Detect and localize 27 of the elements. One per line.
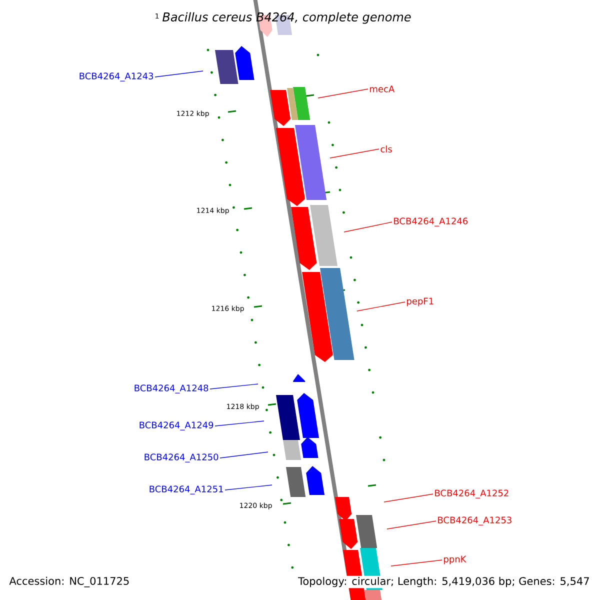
gene-label: BCB4264_A1252 [435,490,508,498]
gene-label: BCB4264_A1248 [134,384,208,394]
leader-line [386,520,436,530]
leader-line [224,484,272,490]
gene-label: BCB4264_A1250 [144,454,218,462]
gene-label: mecA [370,86,395,92]
leader-line [384,494,434,502]
gene-label: BCB4264_A1243 [80,72,154,82]
leader-line [210,384,258,390]
leader-line [318,88,368,98]
leader-line [220,452,268,458]
leader-line [330,148,380,158]
gene-label: BCB4264_A1253 [438,516,512,526]
footer-text: Accession: NC_011725 [9,576,129,588]
gene-label: BCB4264_A1246 [394,218,468,226]
gene-label: BCB4264_A1249 [140,422,214,430]
gene-label: pepF1 [407,298,434,306]
leader-line [154,70,204,78]
leader-line [356,302,406,312]
title: Bacillus cereus B4264, complete genome [162,12,411,24]
gene-label: BCB4264_A1251 [150,486,223,494]
leader-line [214,420,264,426]
gene-label: cls [380,146,392,152]
gene-label: ppnK [444,556,466,564]
footer-text: Topology: circular; Length: 5,419,036 bp; Genes: 5,547 [297,576,591,588]
leader-line [390,560,442,566]
leader-line [344,222,392,232]
